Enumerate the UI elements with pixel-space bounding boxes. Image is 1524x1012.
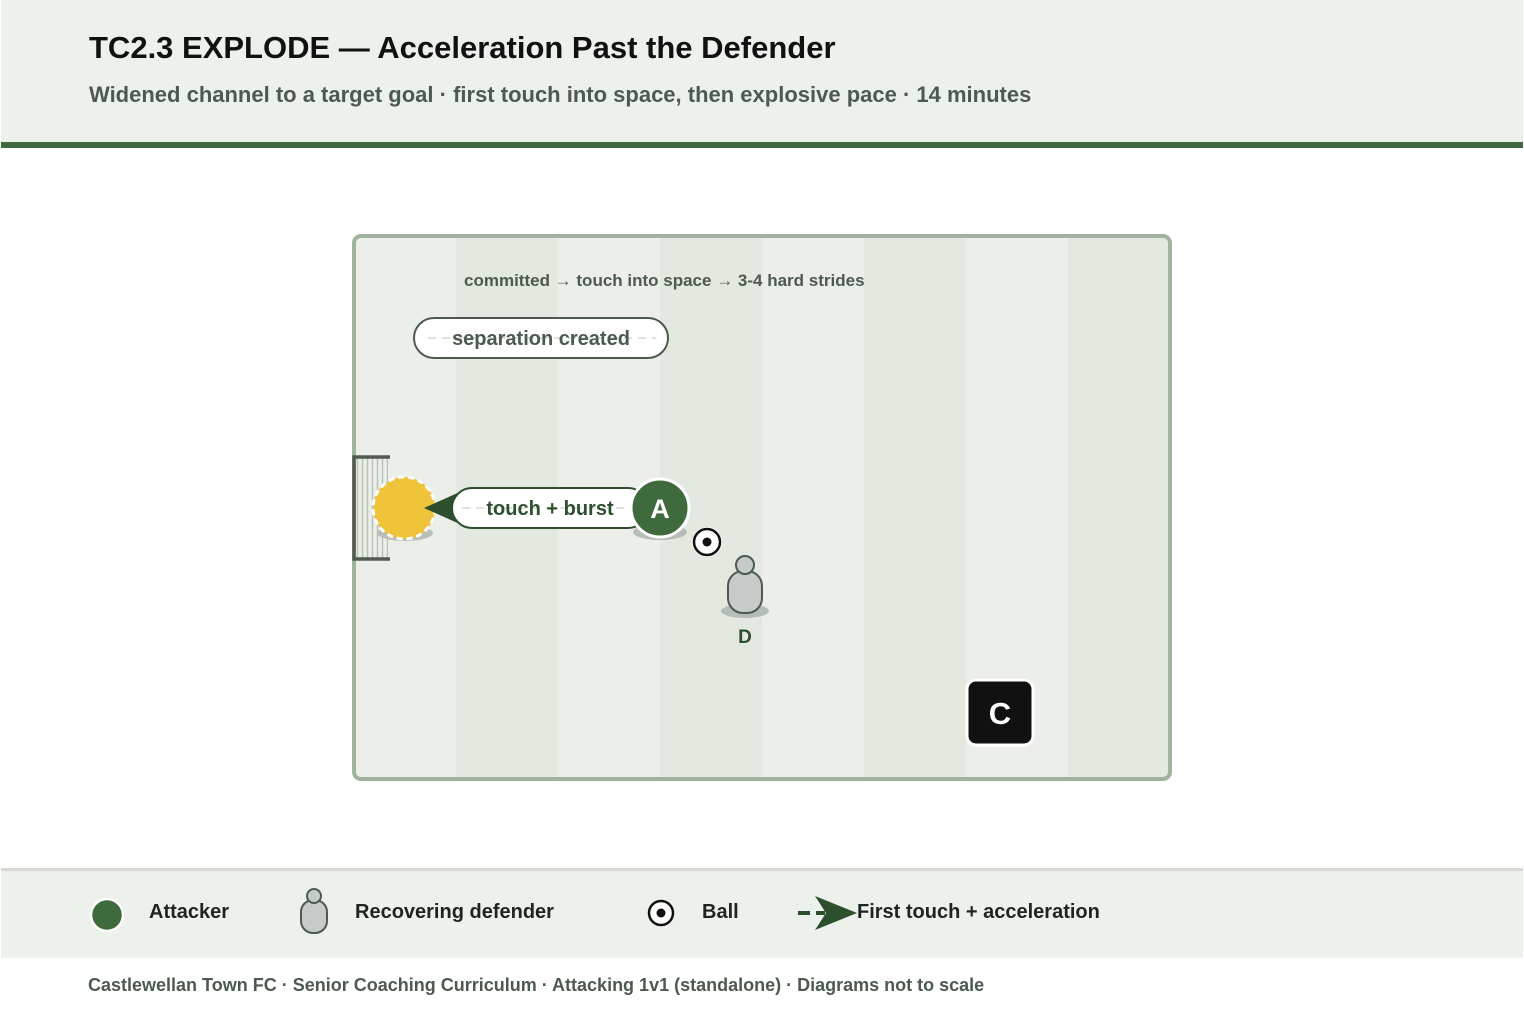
defender-label: D: [738, 627, 752, 648]
burst-label: touch + burst: [486, 498, 614, 520]
target-zone: [371, 475, 437, 541]
ball-legend-icon: [647, 899, 675, 927]
sequence-note: committed → touch into space → 3-4 hard …: [464, 271, 865, 290]
defender-player: D: [721, 555, 769, 648]
page-title: TC2.3 EXPLODE — Acceleration Past the De…: [89, 30, 836, 65]
legend-defender: Recovering defender: [355, 901, 554, 923]
footer-text: Castlewellan Town FC · Senior Coaching C…: [88, 975, 985, 995]
defender-legend-icon: [300, 888, 328, 934]
burst-arrow: touch + burst: [424, 487, 649, 529]
page-subtitle: Widened channel to a target goal · first…: [89, 82, 1032, 107]
legend: Attacker Recovering defender Ball First …: [1, 868, 1523, 958]
arrow-legend-icon: [798, 896, 857, 930]
attacker-label: A: [650, 494, 670, 524]
header: TC2.3 EXPLODE — Acceleration Past the De…: [1, 0, 1523, 148]
separation-label: separation created: [452, 328, 630, 350]
separation-callout: separation created: [413, 317, 669, 359]
ball-icon: [692, 527, 722, 557]
legend-ball: Ball: [702, 901, 739, 923]
legend-attacker: Attacker: [149, 901, 230, 923]
attacker-player: A: [629, 477, 691, 539]
attacker-legend-icon: [89, 897, 125, 933]
coach-marker: C: [965, 678, 1035, 747]
coach-label: C: [989, 696, 1011, 731]
legend-arrow: First touch + acceleration: [857, 901, 1100, 923]
